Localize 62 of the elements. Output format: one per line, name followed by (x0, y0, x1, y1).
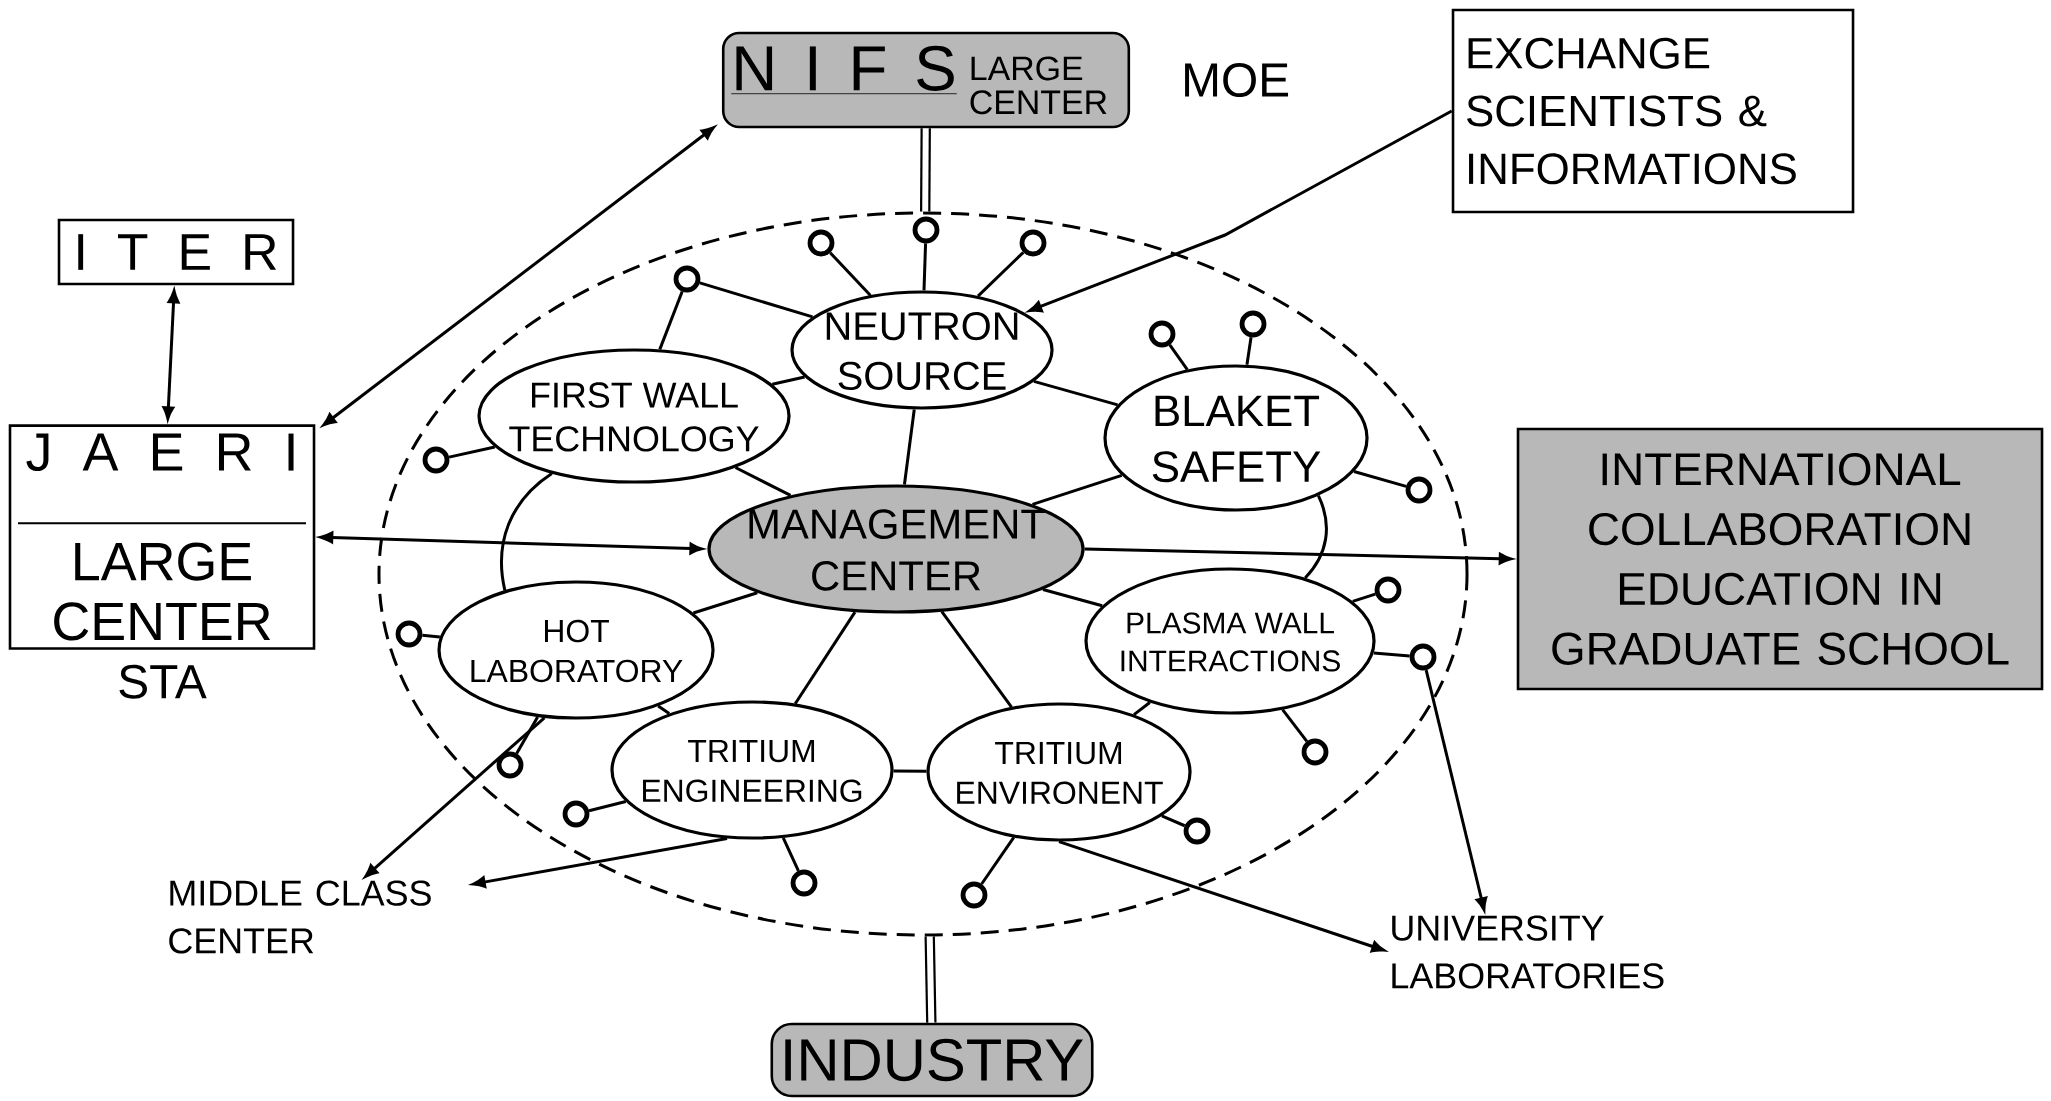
connector-line (1032, 473, 1123, 506)
connector-line (1352, 592, 1376, 603)
connector-line (1353, 470, 1407, 488)
small-circle (960, 881, 988, 909)
connector-line (448, 445, 496, 459)
small-circle (395, 620, 423, 648)
small-circle (562, 800, 590, 828)
institution-box: N I F S LARGE CENTER (721, 31, 1131, 129)
connector-line (657, 704, 671, 715)
connector-line (772, 375, 805, 386)
text-label: MIDDLE CLASS CENTER (169, 880, 431, 954)
small-circle (1409, 643, 1437, 671)
connector-line (893, 769, 927, 773)
connector-line (793, 611, 857, 705)
text-box: EXCHANGE SCIENTISTS & INFORMATIONS (1451, 8, 1855, 214)
connector-line (692, 591, 758, 615)
arrow (364, 716, 546, 878)
connector-line (1373, 651, 1410, 658)
small-circle (1239, 310, 1267, 338)
connector-line (1133, 701, 1151, 716)
small-circle (912, 216, 940, 244)
connector-line (940, 610, 1013, 708)
connector-line (1161, 814, 1186, 828)
small-circle (1183, 817, 1211, 845)
text-label: UNIVERSITY LABORATORIES (1392, 915, 1664, 989)
institution-box: J A E R I LARGE CENTER (8, 424, 316, 650)
double-line (924, 936, 937, 1023)
connector-line (699, 281, 813, 319)
connector-line (1304, 495, 1328, 579)
connector-line (658, 290, 684, 350)
small-circle (1148, 320, 1176, 348)
side-label: MOE (1185, 63, 1289, 97)
shaded-box: INTERNATIONAL COLLABORATION EDUCATION IN GRADUATE SCHOOL (1516, 427, 2044, 691)
connector-line (902, 409, 916, 485)
connector-line (588, 800, 627, 813)
small-circle (1405, 476, 1433, 504)
connector-line (1033, 379, 1119, 407)
small-circle (422, 446, 450, 474)
connector-line (1281, 708, 1309, 743)
connector-line (1245, 337, 1253, 365)
connector-line (515, 716, 539, 755)
small-circle (1374, 576, 1402, 604)
connector-line (734, 466, 792, 497)
arrow (322, 126, 715, 427)
connector-line (1042, 588, 1103, 608)
connector-line (976, 251, 1025, 298)
double-line (920, 128, 931, 212)
connector-line (422, 633, 440, 639)
connector-line (922, 243, 928, 291)
small-circle (673, 265, 701, 293)
institution-box: I T E R (57, 218, 295, 286)
small-circle (1301, 738, 1329, 766)
side-label: STA (119, 664, 207, 699)
connector-line (1168, 344, 1189, 371)
connector-line (500, 472, 553, 591)
institution-box: INDUSTRY (770, 1022, 1094, 1098)
small-circle (807, 229, 835, 257)
small-circle (496, 751, 524, 779)
connector-line (829, 251, 872, 297)
connector-line (781, 837, 800, 872)
connector-line (980, 836, 1016, 885)
small-circle (790, 869, 818, 897)
